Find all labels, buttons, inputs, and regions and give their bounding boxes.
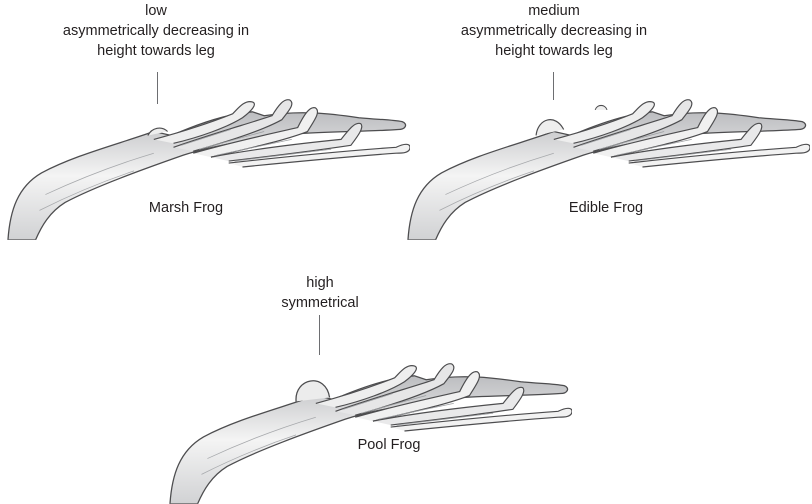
marsh-frog-foot-illustration — [6, 92, 410, 240]
annotation-pool-frog: high symmetrical — [170, 273, 470, 313]
annotation-line: asymmetrically decreasing in — [6, 21, 306, 41]
species-label: Edible Frog — [526, 200, 686, 216]
annotation-line: high — [170, 273, 470, 293]
pool-frog-foot-illustration — [168, 356, 572, 504]
annotation-marsh-frog: low asymmetrically decreasing in height … — [6, 1, 306, 61]
annotation-line: medium — [404, 1, 704, 21]
species-label: Marsh Frog — [106, 200, 266, 216]
annotation-line: low — [6, 1, 306, 21]
annotation-line: height towards leg — [404, 41, 704, 61]
pointer-line — [319, 315, 320, 355]
annotation-line: height towards leg — [6, 41, 306, 61]
annotation-line: symmetrical — [170, 293, 470, 313]
edible-frog-foot-illustration — [406, 92, 810, 240]
species-label: Pool Frog — [309, 437, 469, 453]
annotation-line: asymmetrically decreasing in — [404, 21, 704, 41]
annotation-edible-frog: medium asymmetrically decreasing in heig… — [404, 1, 704, 61]
